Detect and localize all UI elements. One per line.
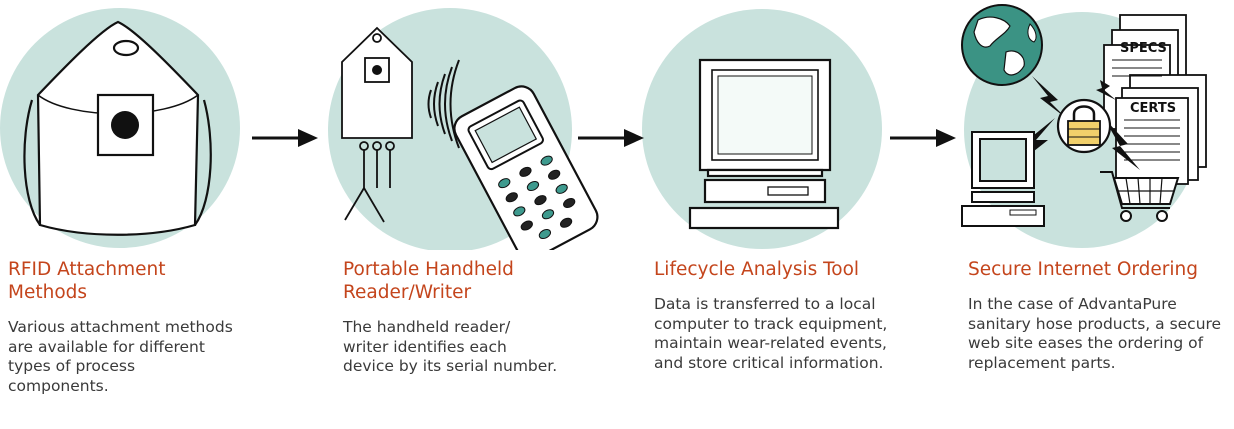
document-stack-icon: SPECS CERTS: [1103, 14, 1207, 185]
step-secure-ordering: Secure Internet Ordering In the case of …: [968, 258, 1230, 373]
certs-label: CERTS: [1130, 101, 1176, 116]
shopping-cart-icon: [1100, 171, 1180, 222]
step-handheld-reader: Portable Handheld Reader/Writer The hand…: [343, 258, 558, 377]
step-title: Secure Internet Ordering: [968, 259, 1199, 280]
laptop-computer-icon: [961, 131, 1045, 227]
step-description: In the case of AdvantaPure sanitary hose…: [968, 295, 1222, 372]
step-description: Data is transferred to a local computer …: [654, 295, 888, 372]
step-title: Portable Handheld Reader/Writer: [343, 259, 514, 303]
rfid-tag-icon: [23, 20, 212, 236]
specs-label: SPECS: [1120, 41, 1167, 56]
step-description: Various attachment methods are available…: [8, 318, 233, 395]
arrow-icon-2: [578, 129, 644, 147]
step-rfid-attachment: RFID Attachment Methods Various attachme…: [8, 258, 238, 396]
computer-icon: [688, 58, 840, 230]
rfid-tag-small-icon: [341, 26, 413, 223]
handheld-reader-icon: [453, 85, 599, 250]
arrow-icon-1: [252, 129, 318, 147]
globe-icon: [961, 4, 1043, 86]
step-title: Lifecycle Analysis Tool: [654, 259, 860, 280]
padlock-icon: [1056, 98, 1112, 154]
step-description: The handheld reader/ writer identifies e…: [343, 318, 558, 375]
arrow-icon-3: [890, 129, 956, 147]
step-title: RFID Attachment Methods: [8, 259, 166, 303]
diagram-artwork: SPECS CERTS: [0, 4, 1207, 250]
step-lifecycle-analysis: Lifecycle Analysis Tool Data is transfer…: [654, 258, 894, 373]
radio-wave-icon: [427, 59, 460, 149]
